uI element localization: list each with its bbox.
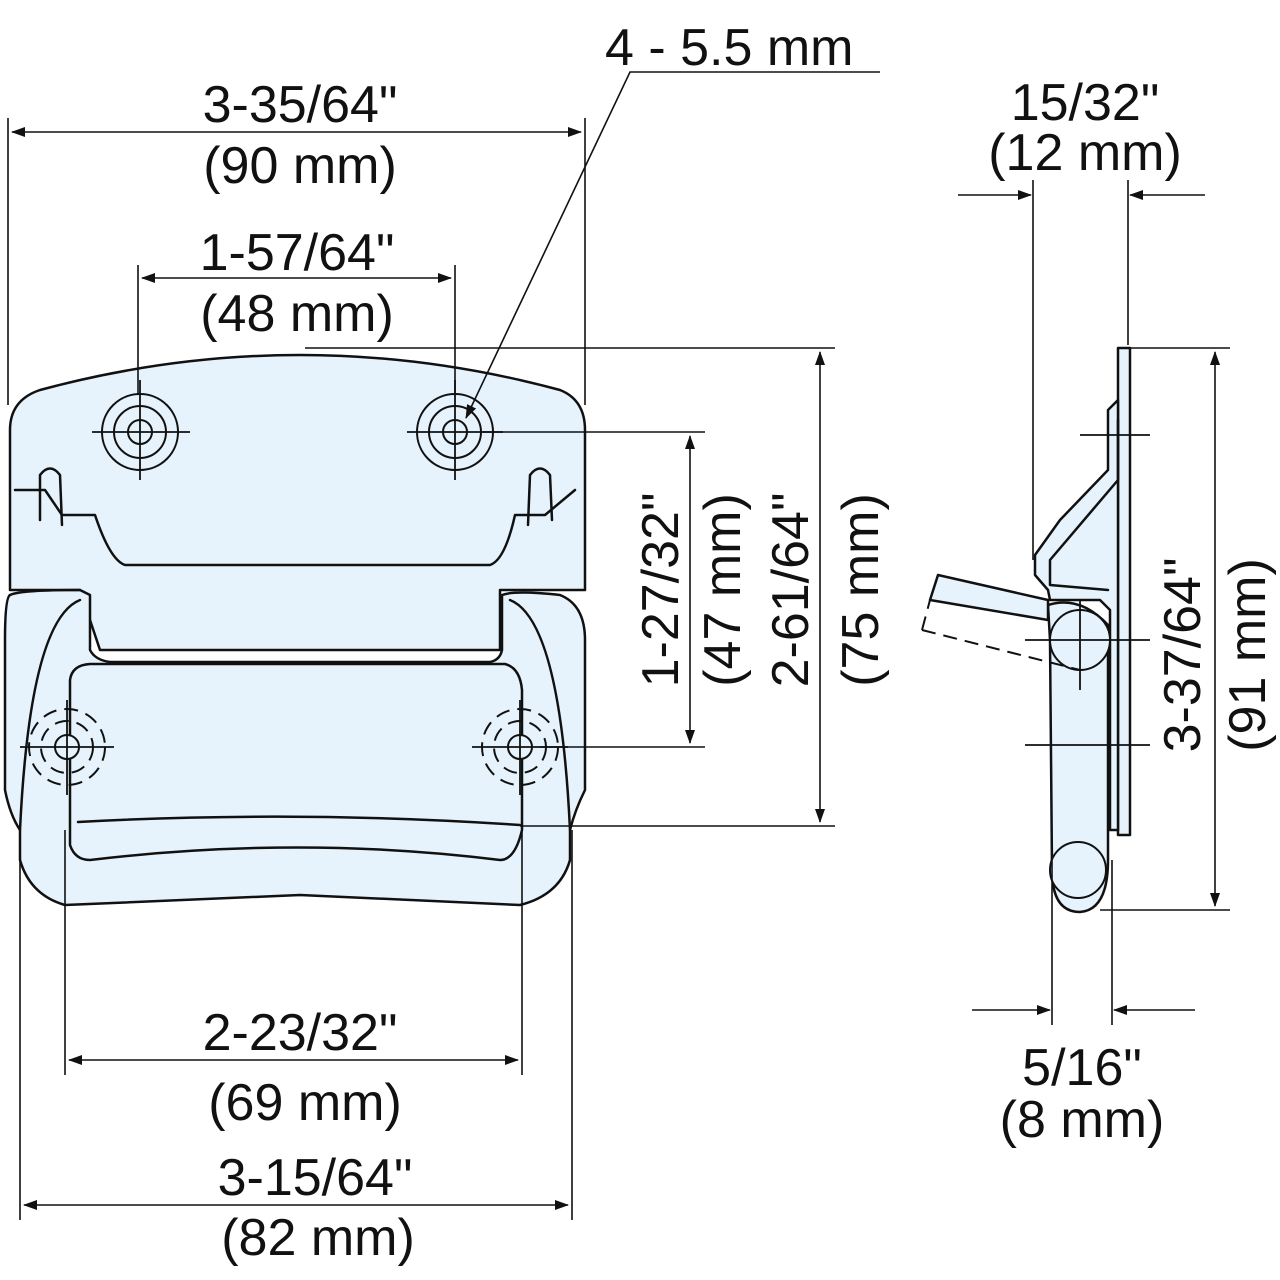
wire-diameter-mm-label: (8 mm) — [1000, 1091, 1165, 1149]
plate-recess — [13, 488, 577, 567]
handle-opening — [68, 662, 524, 862]
side-depth-mm-label: (12 mm) — [988, 124, 1182, 182]
folded-handle-hidden — [921, 629, 1081, 671]
plate-height-in-label: 2-61/64" — [762, 493, 820, 688]
handle-left-bend — [18, 598, 82, 832]
vertical-hole-spacing-mm-label: (47 mm) — [694, 493, 752, 687]
side-height-in-label: 3-37/64" — [1154, 558, 1212, 753]
overall-width-in-label: 3-35/64" — [203, 76, 398, 134]
dimension-labels: 4 - 5.5 mm 3-35/64" (90 mm) 1-57/64" (48… — [200, 19, 1277, 1267]
handle-outer-width-mm-label: (82 mm) — [221, 1209, 415, 1267]
handle-inner-width-mm-label: (69 mm) — [208, 1074, 402, 1132]
dimension-lines — [7, 71, 1230, 1220]
hole-callout-label: 4 - 5.5 mm — [605, 19, 854, 77]
side-plate — [1116, 346, 1132, 837]
front-view — [3, 353, 587, 907]
handle-right-bend — [508, 598, 572, 832]
back-plate — [8, 353, 587, 652]
overall-width-mm-label: (90 mm) — [203, 137, 397, 195]
handle-inner-width-in-label: 2-23/32" — [203, 1004, 398, 1062]
top-hole-spacing-in-label: 1-57/64" — [200, 224, 395, 282]
left-lug — [38, 467, 64, 527]
side-view — [921, 346, 1150, 914]
side-handle-arm — [1046, 601, 1110, 914]
side-bracket — [1033, 398, 1120, 832]
side-depth-in-label: 15/32" — [1011, 74, 1160, 132]
wire-end-circle — [1049, 841, 1107, 899]
handle-grip-line — [76, 815, 522, 827]
handle-outer-width-in-label: 3-15/64" — [218, 1149, 413, 1207]
vertical-hole-spacing-in-label: 1-27/32" — [632, 493, 690, 688]
top-hole-spacing-mm-label: (48 mm) — [200, 285, 394, 343]
bracket-inner — [1048, 418, 1120, 592]
wire-diameter-in-label: 5/16" — [1022, 1039, 1142, 1097]
right-lug — [526, 467, 554, 527]
folded-handle — [928, 573, 1050, 622]
bail-handle — [3, 588, 587, 907]
plate-height-mm-label: (75 mm) — [832, 493, 890, 687]
side-height-mm-label: (91 mm) — [1219, 558, 1277, 752]
